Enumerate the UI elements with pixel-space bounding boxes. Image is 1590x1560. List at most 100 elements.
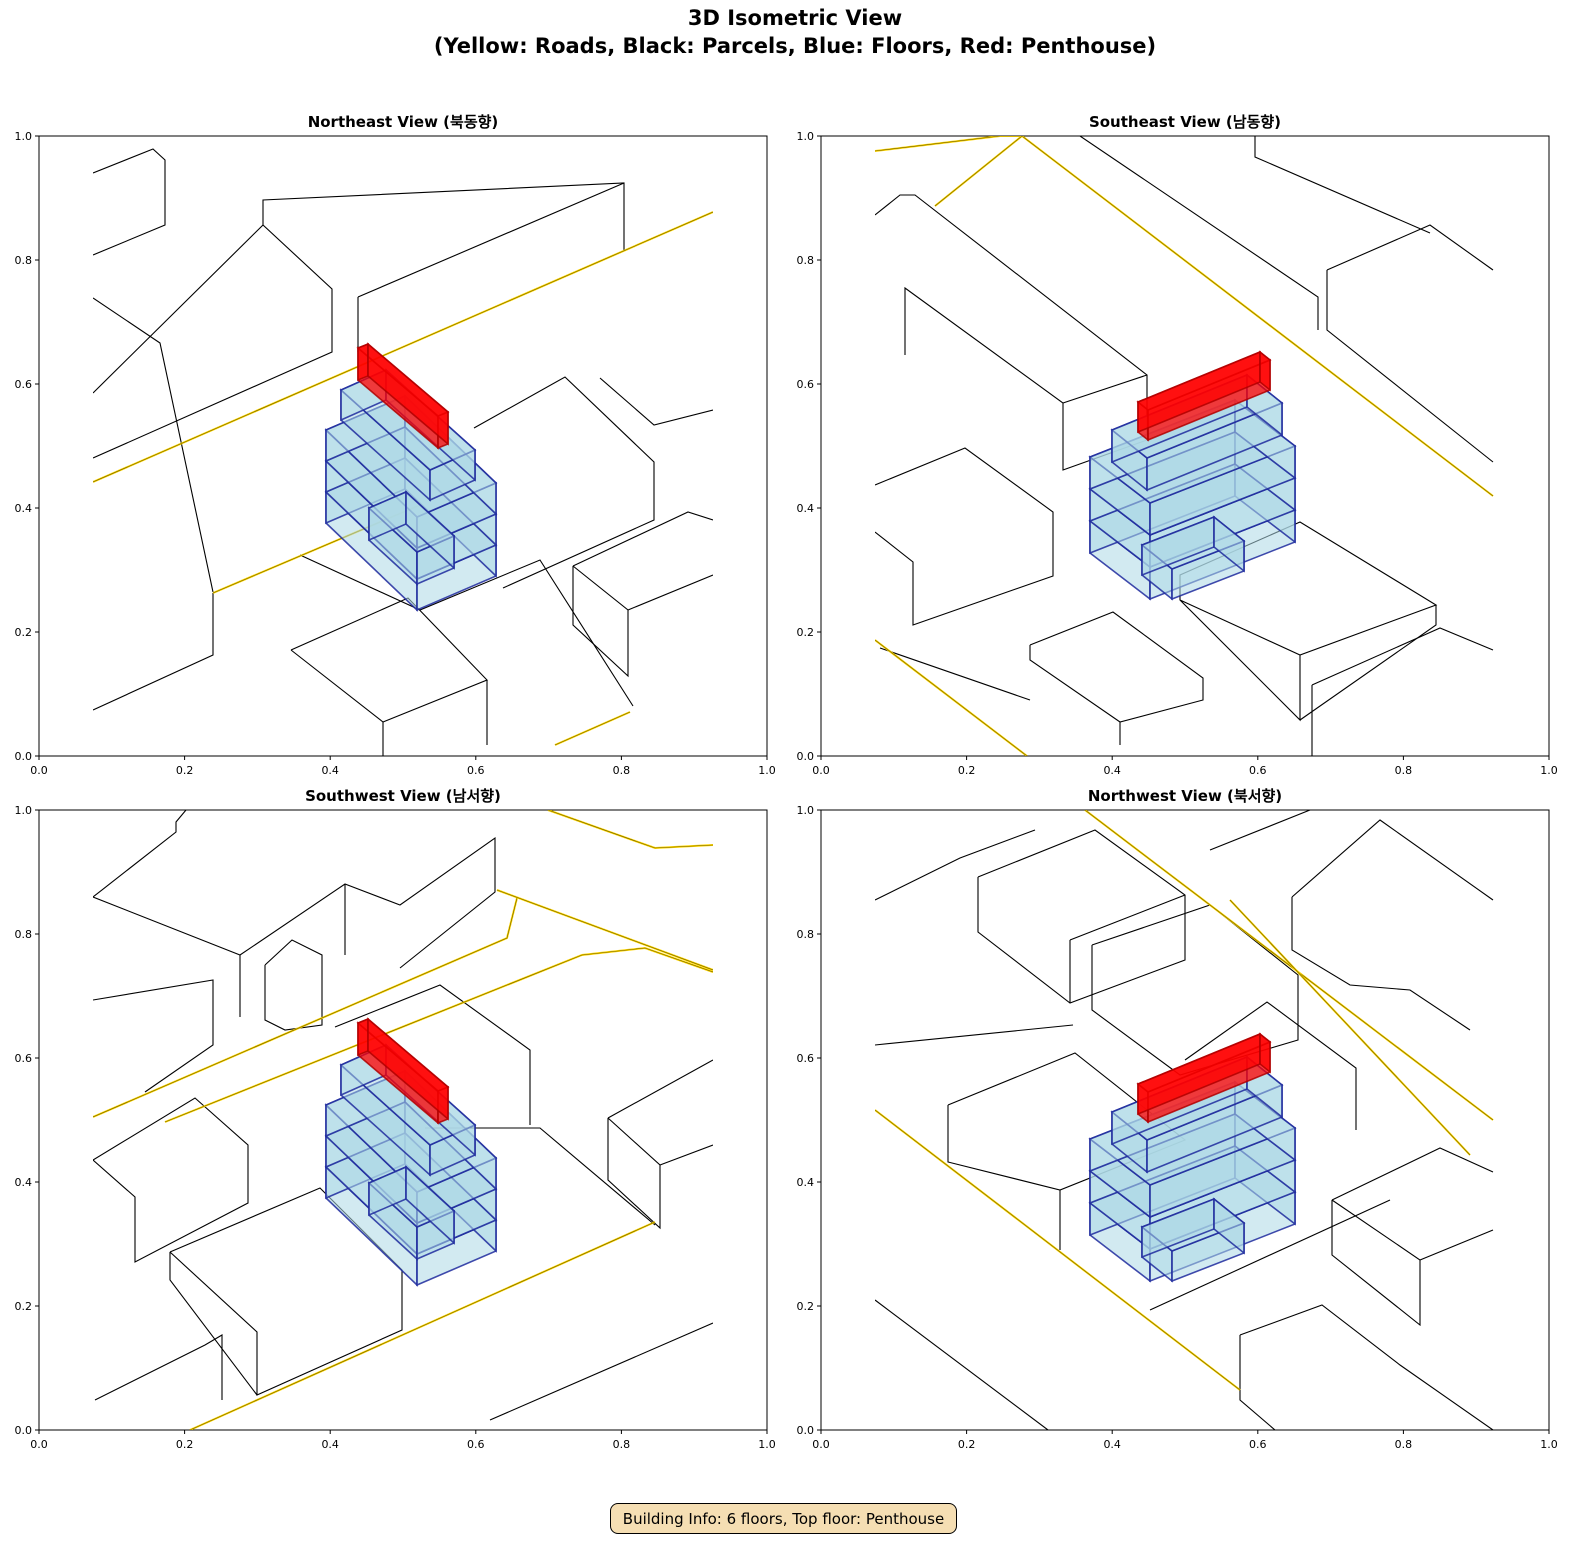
parcel-edge — [264, 939, 323, 1031]
penthouse-box — [1259, 1032, 1271, 1074]
parcel-edge — [1149, 1199, 1391, 1311]
parcel-edge — [875, 447, 1054, 626]
building-info-box: Building Info: 6 floors, Top floor: Pent… — [610, 1503, 957, 1534]
parcel-edge — [599, 377, 713, 426]
figure-subtitle: (Yellow: Roads, Black: Parcels, Blue: Fl… — [433, 34, 1157, 58]
x-tick-label: 0.6 — [467, 1438, 485, 1451]
parcel-edge — [1331, 1199, 1421, 1327]
road-edge — [934, 136, 1023, 207]
panel-northeast: 0.00.00.20.20.40.40.60.60.80.81.01.0 — [15, 130, 776, 777]
y-tick-label: 0.4 — [15, 1176, 33, 1189]
x-tick-label: 0.2 — [176, 764, 194, 777]
floor-box — [1213, 515, 1245, 573]
panel-southeast: 0.00.00.20.20.40.40.60.60.80.81.01.0 — [797, 130, 1558, 777]
parcel-edge — [1311, 627, 1494, 686]
x-tick-label: 0.2 — [958, 1438, 976, 1451]
road-edge — [875, 136, 1494, 497]
parcel-edge — [572, 565, 629, 678]
road-edge — [1084, 810, 1494, 1121]
parcel-edge — [169, 1252, 258, 1396]
y-tick-label: 0.2 — [797, 1300, 815, 1313]
x-tick-label: 0.6 — [1249, 1438, 1267, 1451]
parcel-edge — [1326, 270, 1494, 463]
parcel-edge — [875, 829, 1036, 901]
parcel-edge — [93, 810, 420, 898]
scene — [93, 148, 713, 756]
y-tick-label: 0.6 — [15, 378, 33, 391]
parcel-edge — [93, 593, 214, 711]
parcel-edge — [93, 224, 333, 459]
road-edge — [189, 1221, 656, 1430]
panel-title-southwest: Southwest View (남서향) — [305, 787, 501, 805]
parcel-edge — [875, 1299, 1049, 1430]
penthouse-box — [357, 342, 369, 382]
parcel-edge — [1326, 224, 1494, 271]
parcel-edge — [299, 554, 634, 707]
parcel-edge — [1062, 374, 1148, 404]
parcel-edge — [1331, 1147, 1494, 1201]
x-tick-label: 0.6 — [1249, 764, 1267, 777]
road-edge — [93, 897, 518, 1118]
x-tick-label: 0.6 — [467, 764, 485, 777]
floor-box — [1213, 1197, 1245, 1255]
x-tick-label: 0.8 — [613, 764, 631, 777]
y-tick-label: 0.0 — [15, 750, 33, 763]
x-tick-label: 0.0 — [812, 1438, 830, 1451]
parcel-edge — [473, 376, 655, 589]
x-tick-label: 0.0 — [30, 1438, 48, 1451]
y-tick-label: 0.6 — [797, 378, 815, 391]
road-edge — [93, 211, 713, 483]
y-tick-label: 0.4 — [797, 502, 815, 515]
y-tick-label: 0.8 — [797, 928, 815, 941]
y-tick-label: 0.2 — [15, 1300, 33, 1313]
figure-title: 3D Isometric View — [687, 6, 903, 30]
scene — [93, 810, 713, 1430]
parcel-edge — [1239, 1304, 1494, 1430]
y-tick-label: 0.2 — [797, 626, 815, 639]
x-tick-label: 0.0 — [30, 764, 48, 777]
parcel-edge — [627, 574, 713, 611]
parcel-edge — [1184, 1001, 1357, 1130]
parcel-edge — [94, 1334, 223, 1401]
parcel-edge — [607, 1117, 661, 1230]
y-tick-label: 1.0 — [15, 130, 33, 143]
x-tick-label: 0.4 — [321, 764, 339, 777]
road-edge — [547, 810, 713, 849]
parcel-edge — [93, 1097, 249, 1263]
road-edge — [875, 1109, 1241, 1391]
parcel-edge — [1239, 1335, 1276, 1430]
y-tick-label: 0.8 — [797, 254, 815, 267]
y-tick-label: 0.6 — [15, 1052, 33, 1065]
panel-southwest: 0.00.00.20.20.40.40.60.60.80.81.01.0 — [15, 804, 776, 1451]
panel-title-northwest: Northwest View (북서향) — [1087, 787, 1283, 805]
x-tick-label: 0.4 — [321, 1438, 339, 1451]
parcel-edge — [334, 984, 531, 1125]
penthouse-box — [367, 342, 449, 446]
y-tick-label: 0.8 — [15, 928, 33, 941]
parcel-edge — [262, 182, 625, 250]
parcel-edge — [93, 148, 166, 256]
penthouse-box — [367, 1017, 449, 1121]
y-tick-label: 0.0 — [797, 750, 815, 763]
parcel-edge — [1069, 894, 1186, 941]
parcel-edge — [357, 182, 625, 298]
x-tick-label: 0.4 — [1103, 1438, 1121, 1451]
parcel-edge — [659, 1144, 713, 1166]
x-tick-label: 0.4 — [1103, 764, 1121, 777]
scene — [875, 810, 1494, 1430]
parcel-edge — [1029, 611, 1204, 723]
x-tick-label: 0.2 — [958, 764, 976, 777]
y-tick-label: 0.0 — [15, 1424, 33, 1437]
road-edge — [554, 711, 631, 746]
parcel-edge — [572, 511, 713, 567]
y-tick-label: 0.0 — [797, 1424, 815, 1437]
floor-box — [405, 490, 455, 570]
parcel-edge — [1254, 136, 1431, 234]
panel-title-southeast: Southeast View (남동향) — [1088, 113, 1282, 131]
parcel-edge — [93, 979, 214, 1093]
x-tick-label: 0.0 — [812, 764, 830, 777]
penthouse-box — [1259, 350, 1271, 392]
y-tick-label: 1.0 — [15, 804, 33, 817]
